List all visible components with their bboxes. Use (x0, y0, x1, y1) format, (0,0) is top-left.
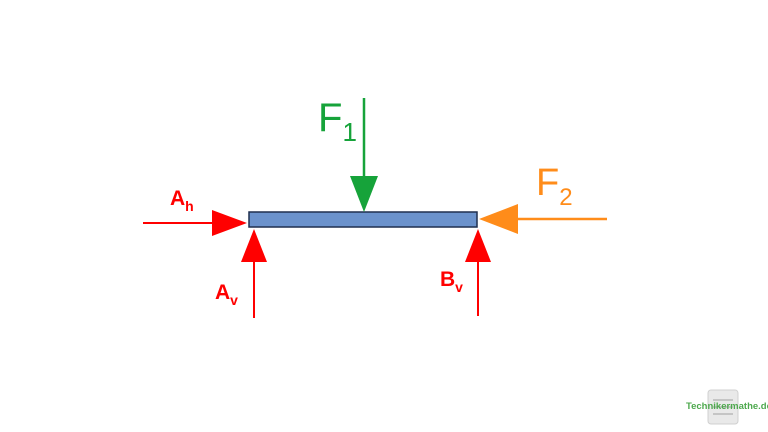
force-f1-label-sub: 1 (342, 117, 356, 147)
reaction-ah-label-main: A (170, 187, 185, 210)
reaction-bv-arrow (465, 229, 491, 316)
reaction-bv-label: Bv (440, 268, 463, 295)
reaction-av-label: Av (215, 281, 238, 308)
force-f2-label: F2 (536, 162, 573, 211)
beam (248, 211, 478, 228)
reaction-bv-label-main: B (440, 268, 455, 291)
reaction-av-label-main: A (215, 281, 230, 304)
reaction-ah-arrow (143, 210, 247, 236)
force-f1-arrow (350, 98, 378, 212)
force-f2-label-sub: 2 (559, 184, 572, 211)
watermark-logo: Technikermathe.de (686, 389, 768, 425)
reaction-ah-label-sub: h (185, 198, 194, 214)
reaction-av-label-sub: v (230, 292, 238, 308)
force-f1-label-main: F (318, 96, 342, 140)
watermark-text: Technikermathe.de (686, 401, 768, 412)
force-f1-label: F1 (318, 96, 357, 147)
force-f2-label-main: F (536, 162, 559, 204)
force-f2-arrow (479, 204, 607, 234)
reaction-ah-label: Ah (170, 187, 194, 214)
reaction-bv-label-sub: v (455, 279, 463, 295)
reaction-av-arrow (241, 229, 267, 318)
